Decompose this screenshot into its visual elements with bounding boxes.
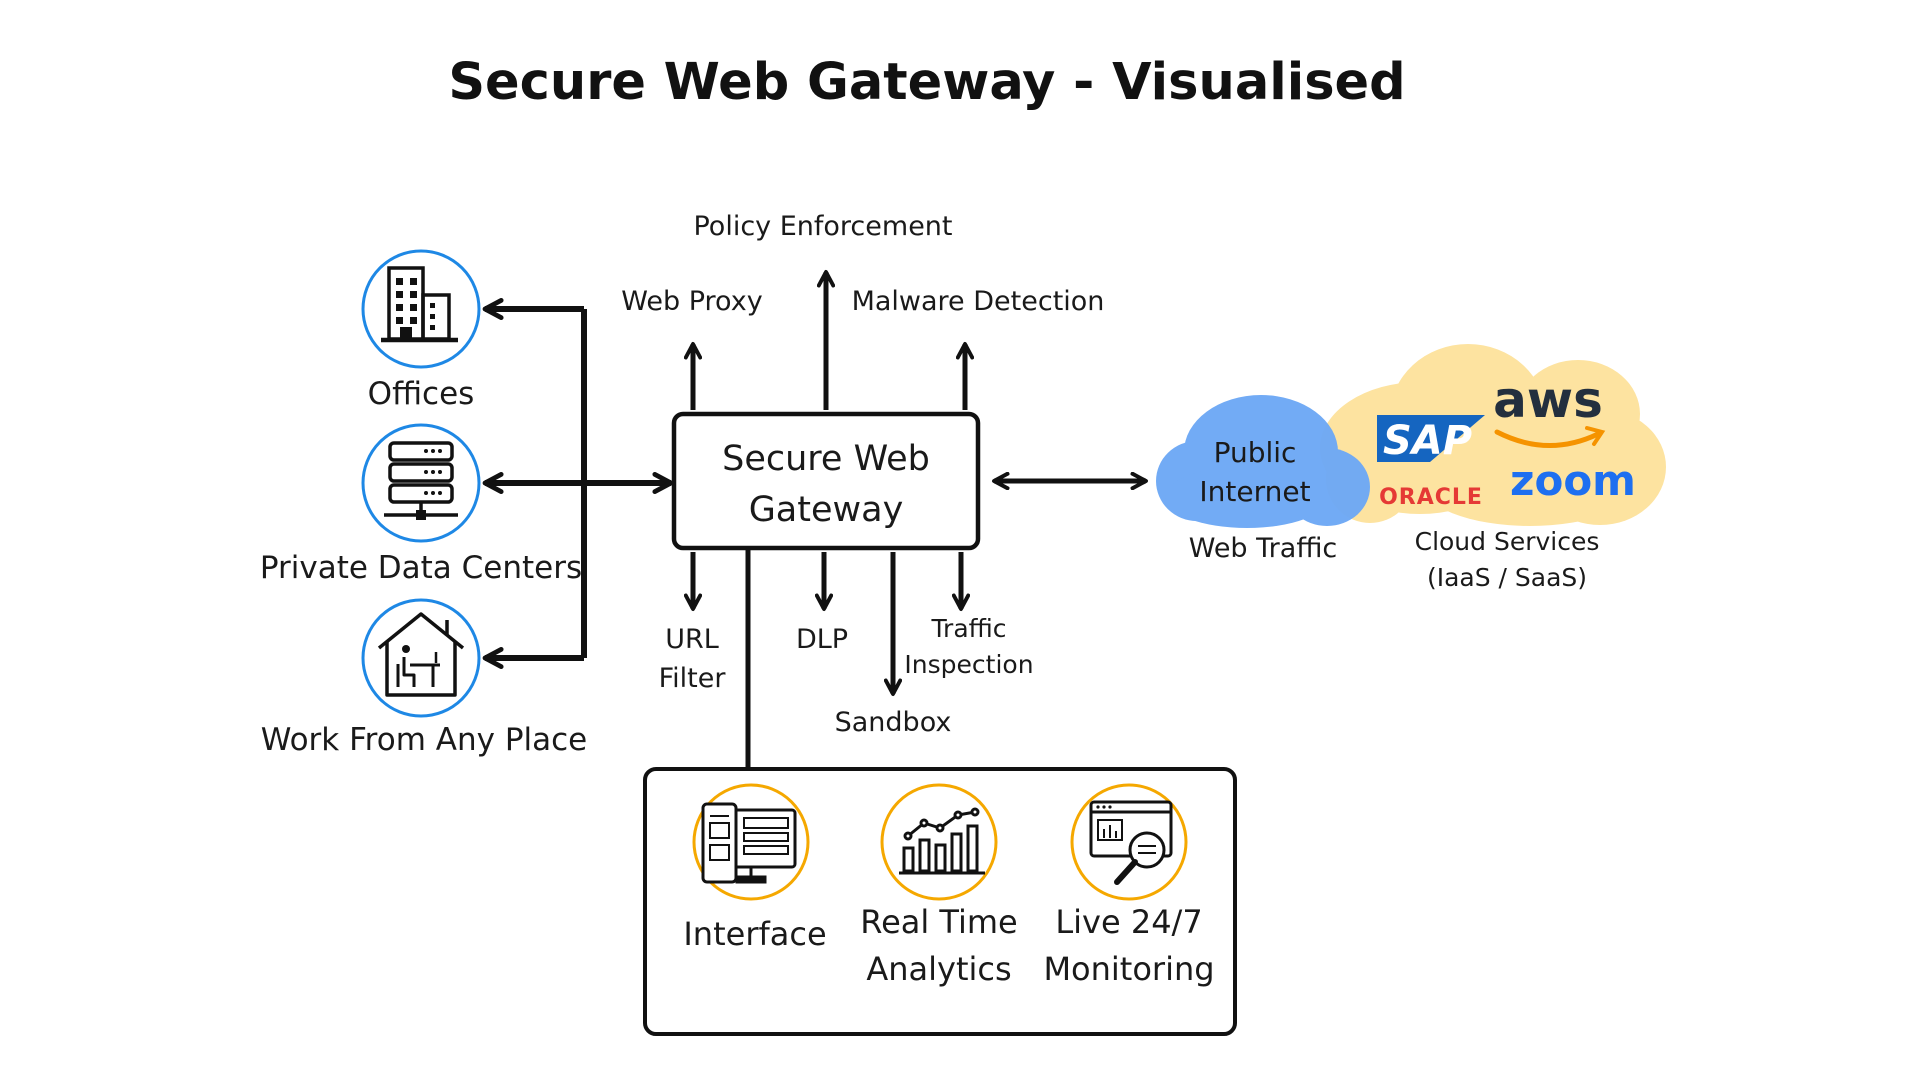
- label-web-proxy: Web Proxy: [621, 286, 762, 317]
- label-policy-enforcement: Policy Enforcement: [693, 211, 952, 242]
- home-office-icon: [377, 612, 465, 697]
- work-anywhere-icon-ring: [361, 598, 481, 718]
- zoom-logo-text: zoom: [1510, 456, 1636, 505]
- label-dlp: DLP: [796, 624, 848, 655]
- web-traffic-caption: Web Traffic: [1189, 533, 1338, 564]
- gateway-up-arrows: [693, 272, 965, 410]
- source-label: Work From Any Place: [261, 722, 587, 758]
- server-rack-icon: [384, 441, 458, 520]
- label-url-filter-line1: URL: [665, 624, 719, 655]
- page-title: Secure Web Gateway - Visualised: [448, 53, 1405, 112]
- gateway-box: Secure Web Gateway: [671, 411, 981, 551]
- gateway-down-arrows: [693, 552, 961, 694]
- sap-logo-text: SAP: [1383, 418, 1472, 464]
- dashboard-interface-icon: [701, 802, 797, 884]
- feature-label-line2: Analytics: [866, 950, 1011, 988]
- source-private-data-centers: Private Data Centers: [260, 423, 582, 586]
- gateway-frame: [671, 411, 981, 551]
- cloud-services-caption-line2: (IaaS / SaaS): [1427, 563, 1587, 592]
- label-url-filter-line2: Filter: [659, 663, 727, 694]
- label-traffic-inspection-line1: Traffic: [930, 614, 1006, 643]
- gateway-title-line2: Gateway: [749, 490, 904, 530]
- source-label: Private Data Centers: [260, 550, 582, 586]
- feature-label-line1: Live 24/7: [1055, 903, 1202, 941]
- cloud-services-caption-line1: Cloud Services: [1415, 527, 1600, 556]
- label-traffic-inspection-line2: Inspection: [904, 650, 1033, 679]
- oracle-logo-text: ORACLE: [1379, 485, 1483, 510]
- source-connectors: [485, 309, 671, 658]
- aws-smile-icon: [1494, 429, 1601, 448]
- feature-label-line2: Monitoring: [1043, 950, 1214, 988]
- cloud-label-line1: Public: [1214, 436, 1297, 469]
- monitoring-search-icon: [1089, 800, 1173, 885]
- public-internet-cloud: Public Internet: [1156, 395, 1370, 528]
- office-building-icon: [381, 266, 458, 343]
- feature-live-monitoring: Live 24/7 Monitoring: [1043, 783, 1215, 988]
- analytics-chart-icon: [899, 807, 985, 875]
- feature-icon-ring: [880, 783, 998, 901]
- gateway-title-line1: Secure Web: [722, 439, 930, 479]
- source-work-from-any-place: Work From Any Place: [261, 598, 587, 758]
- source-label: Offices: [368, 376, 475, 412]
- aws-logo: aws: [1493, 371, 1606, 448]
- feature-label-line1: Real Time: [860, 903, 1017, 941]
- feature-real-time-analytics: Real Time Analytics: [860, 783, 1018, 988]
- feature-interface: Interface: [683, 783, 827, 953]
- source-offices: Offices: [361, 249, 481, 412]
- sap-logo: SAP: [1377, 415, 1485, 464]
- feature-label-line1: Interface: [683, 915, 826, 953]
- cloud-label-line2: Internet: [1199, 475, 1310, 508]
- data-centers-icon-ring: [361, 423, 481, 543]
- aws-logo-text: aws: [1493, 371, 1603, 429]
- label-malware-detection: Malware Detection: [852, 286, 1105, 317]
- label-sandbox: Sandbox: [835, 707, 952, 738]
